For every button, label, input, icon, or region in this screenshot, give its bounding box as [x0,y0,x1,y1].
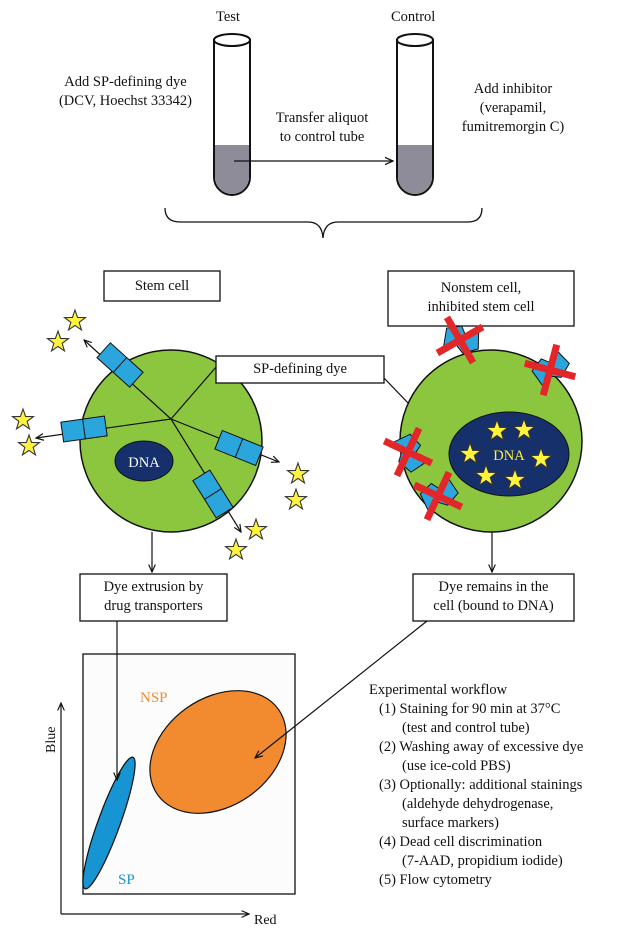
sp-population [82,756,136,890]
nsp-pointer-arrow [255,620,428,758]
stem-cell-box [103,270,221,302]
y-axis-label: Blue [44,727,59,753]
sp-label: SP [118,872,135,888]
dye-remains-box [412,573,575,622]
transporter-2 [60,415,108,443]
dye-remains-label: Dye remains in the cell (bound to DNA) [413,578,574,616]
dye-extrusion-label: Dye extrusion by drug transporters [80,578,227,616]
dye-remains-line-2: cell (bound to DNA) [433,598,554,614]
add-inhibitor-text: Add inhibitor (verapamil, fumitremorgin … [438,80,588,137]
workflow-step-1-line-2: (test and control tube) [402,720,530,736]
workflow-step-4-line-1: (4) Dead cell discrimination [379,834,543,850]
inhibited-transporter-2 [523,343,577,397]
workflow-step-2: (2) Washing away of excessive dye (use i… [369,738,583,776]
workflow-step-3-line-3: surface markers) [402,815,500,831]
sp-dye-box [215,355,385,384]
workflow-step-2-line-2: (use ice-cold PBS) [402,758,511,774]
inhibited-transporter-4 [412,470,464,522]
control-tube [396,33,434,196]
nonstem-cell-label: Nonstem cell, inhibited stem cell [388,279,574,317]
nucleus-label-stem: DNA [128,455,160,471]
nucleus-label-nonstem: DNA [493,448,525,464]
transporter-3 [214,429,264,467]
x-axis-label: Red [254,913,277,928]
transfer-line-1: Transfer aliquot [275,110,369,126]
add-dye-line-1: Add SP-defining dye [64,74,187,90]
inhibited-transporter-1 [435,315,485,365]
transfer-text: Transfer aliquot to control tube [255,109,389,147]
dye-remains-line-1: Dye remains in the [438,579,549,595]
control-label: Control [391,9,436,25]
workflow-step-1: (1) Staining for 90 min at 37°C (test an… [369,700,583,738]
add-dye-text: Add SP-defining dye (DCV, Hoechst 33342) [38,73,213,111]
nonstem-line-1: Nonstem cell, [440,280,522,296]
workflow-step-5: (5) Flow cytometry [369,871,583,890]
add-dye-line-2: (DCV, Hoechst 33342) [58,93,193,109]
workflow-step-3-line-2: (aldehyde dehydrogenase, [402,796,554,812]
workflow-step-1-line-1: (1) Staining for 90 min at 37°C [379,701,561,717]
dye-extrusion-line-2: drug transporters [104,598,203,614]
workflow-step-4-line-2: (7-AAD, propidium iodide) [402,853,563,869]
nsp-label: NSP [140,690,168,706]
nonstem-line-2: inhibited stem cell [427,299,535,315]
sp-dye-label: SP-defining dye [253,361,347,377]
transfer-line-2: to control tube [279,129,365,145]
inhibited-transporter-3 [382,426,434,478]
test-label: Test [216,9,240,25]
workflow-step-2-line-1: (2) Washing away of excessive dye [379,739,584,755]
nonstem-cell-box [387,270,575,327]
workflow-step-3-line-1: (3) Optionally: additional stainings [379,777,583,793]
add-inhibitor-line-1: Add inhibitor [473,81,553,97]
dye-extrusion-line-1: Dye extrusion by [103,579,204,595]
workflow-step-3: (3) Optionally: additional stainings (al… [369,776,583,833]
workflow-step-4: (4) Dead cell discrimination (7-AAD, pro… [369,833,583,871]
dye-extrusion-box [79,573,228,622]
workflow-step-5-line-1: (5) Flow cytometry [379,872,492,888]
nsp-population [149,690,287,814]
test-tube [213,33,251,196]
brace [164,207,483,239]
workflow-title: Experimental workflow [369,682,508,698]
add-inhibitor-line-2: (verapamil, [479,100,547,116]
transporter-4 [192,469,234,519]
stem-cell-label: Stem cell [134,278,190,294]
transporter-1 [96,342,144,388]
add-inhibitor-line-3: fumitremorgin C) [461,119,565,135]
stem-cell-nucleus [114,440,174,482]
workflow: Experimental workflow (1) Staining for 9… [369,681,583,890]
